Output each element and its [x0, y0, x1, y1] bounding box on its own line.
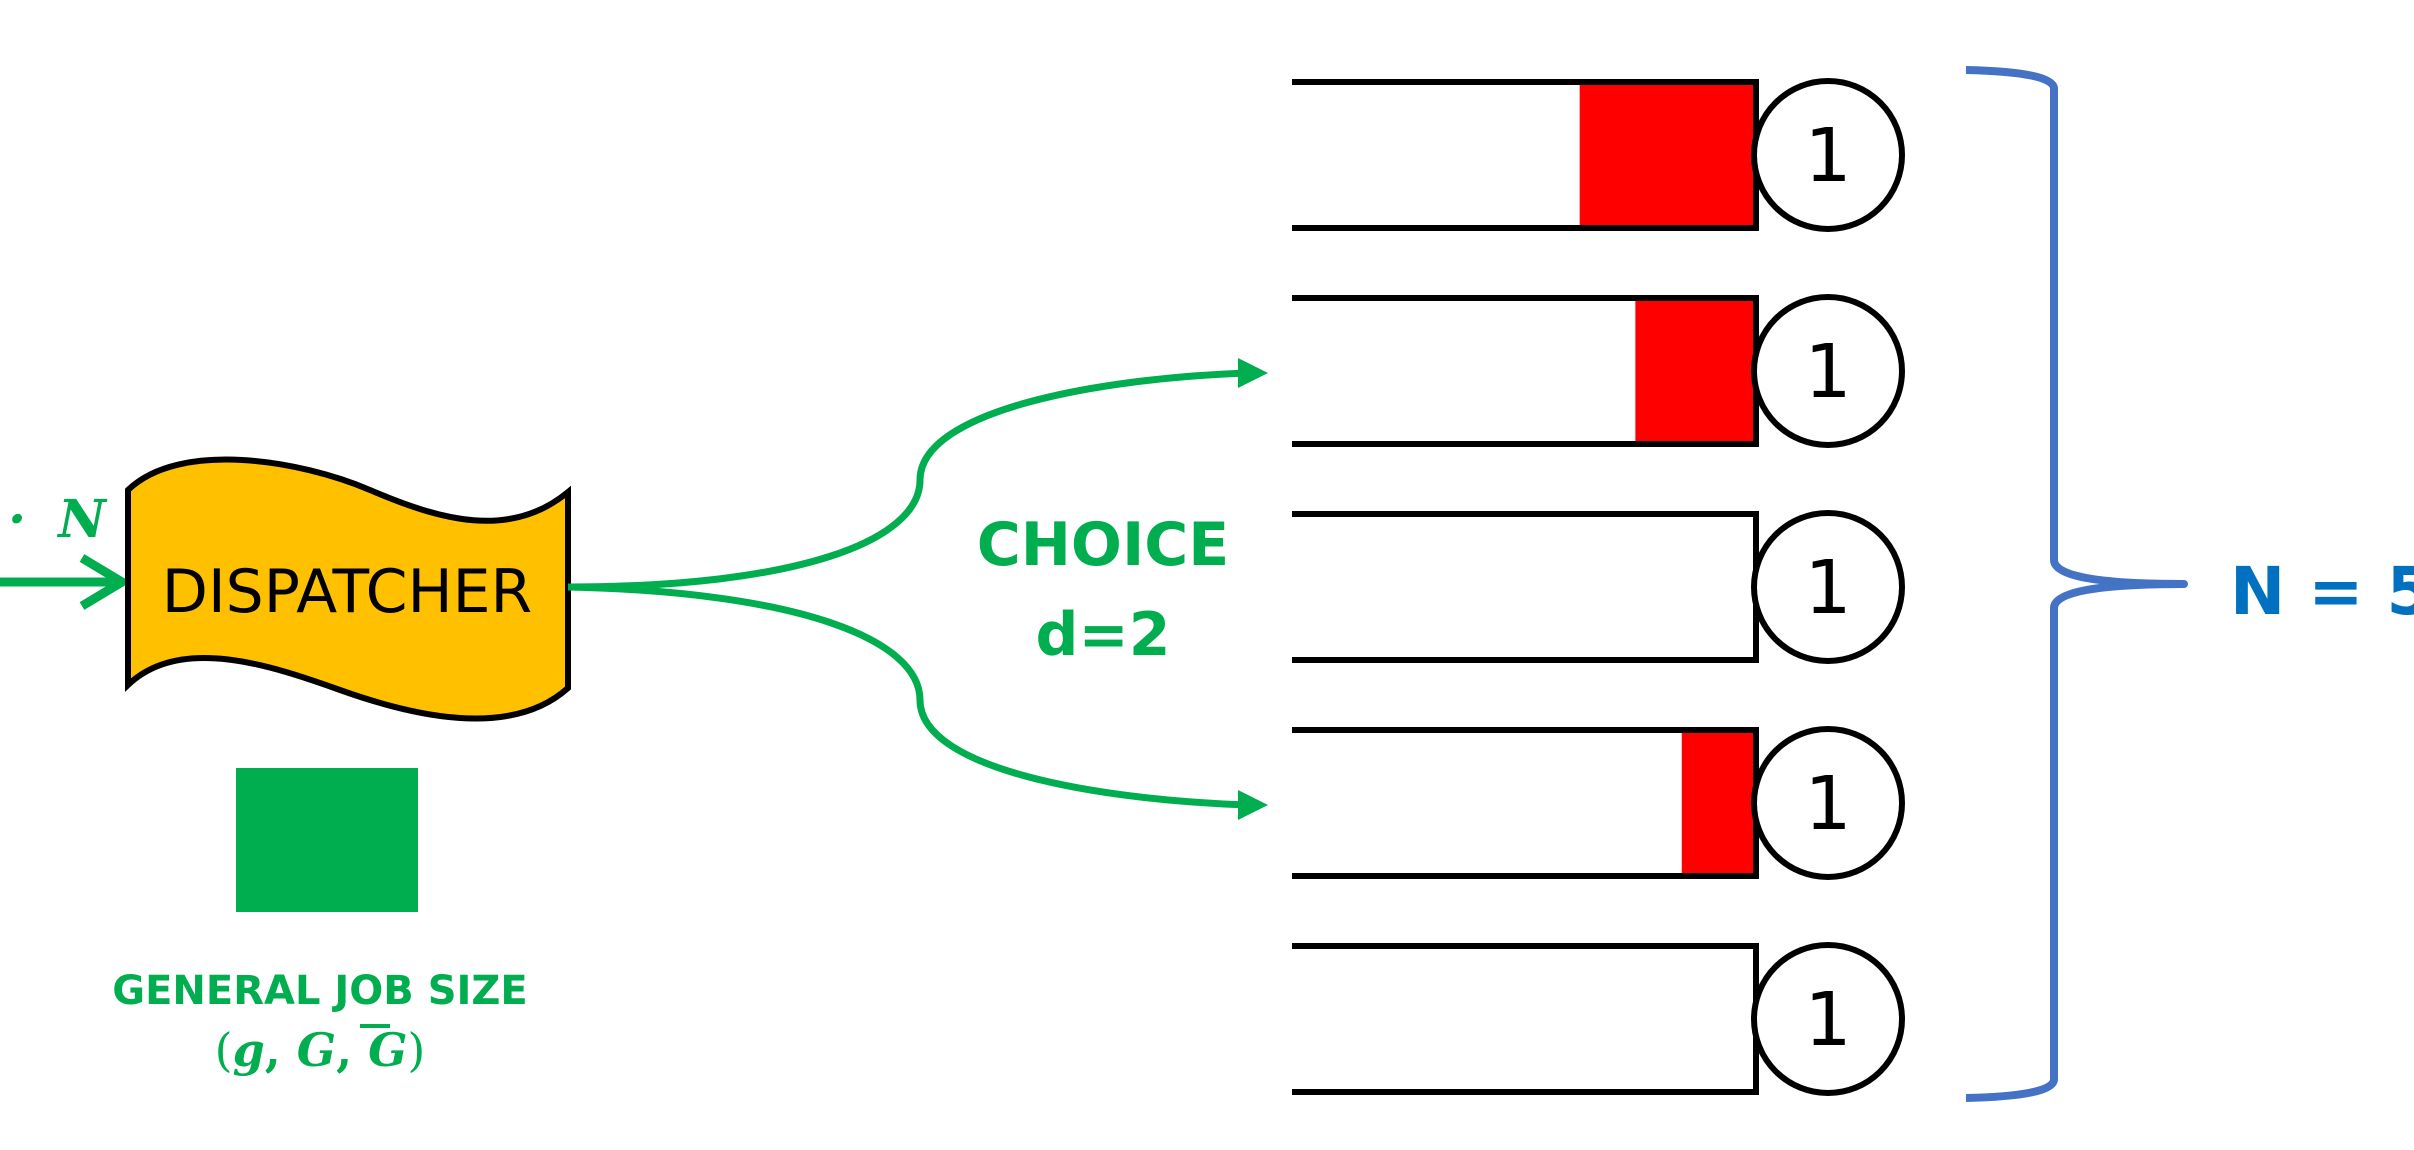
server-rate-label: 1	[1804, 977, 1851, 1063]
job-size-params: (g, G, G)	[215, 1023, 426, 1077]
queue-buffer	[1292, 943, 1759, 1095]
queue-job-fill	[1635, 298, 1756, 444]
job-param-2: G	[297, 1023, 336, 1077]
server-rate-label: 1	[1804, 545, 1851, 631]
queue-job-fill	[1681, 730, 1756, 876]
dispatch-branch-lower	[567, 583, 1249, 809]
arrival-rate-label: · N	[8, 489, 108, 550]
job-param-1: g	[233, 1023, 265, 1077]
queue-buffer	[1292, 511, 1759, 663]
dispatch-branch-lower-arrowhead	[1238, 790, 1268, 820]
server-group: 1 1 1 1 1	[1292, 78, 1905, 1096]
total-servers-label: N = 5	[2230, 553, 2414, 630]
server-circle	[1751, 942, 1905, 1096]
server-circle	[1751, 510, 1905, 664]
job-square	[236, 768, 418, 912]
server-circle	[1751, 294, 1905, 448]
server-circle	[1751, 726, 1905, 880]
dispatch-branch-upper	[567, 369, 1249, 591]
job-param-3-overbar: G	[368, 1023, 407, 1077]
server-rate-label: 1	[1804, 329, 1851, 415]
servers-brace	[1965, 66, 2188, 1102]
dispatcher-label: DISPATCHER	[162, 557, 532, 627]
queue-job-fill	[1579, 82, 1756, 228]
server-rate-label: 1	[1804, 113, 1851, 199]
arrival-rate-dot: ·	[8, 489, 26, 550]
server-circle	[1751, 78, 1905, 232]
dispatch-branch-upper-arrowhead	[1238, 358, 1268, 388]
server-rate-label: 1	[1804, 761, 1851, 847]
choice-label: CHOICE	[977, 510, 1230, 580]
arrival-arrowhead	[79, 554, 131, 610]
choice-d-label: d=2	[1036, 600, 1171, 670]
dispatcher-shape	[125, 456, 571, 722]
arrival-rate-var: N	[56, 489, 108, 550]
job-size-title: GENERAL JOB SIZE	[112, 968, 527, 1014]
